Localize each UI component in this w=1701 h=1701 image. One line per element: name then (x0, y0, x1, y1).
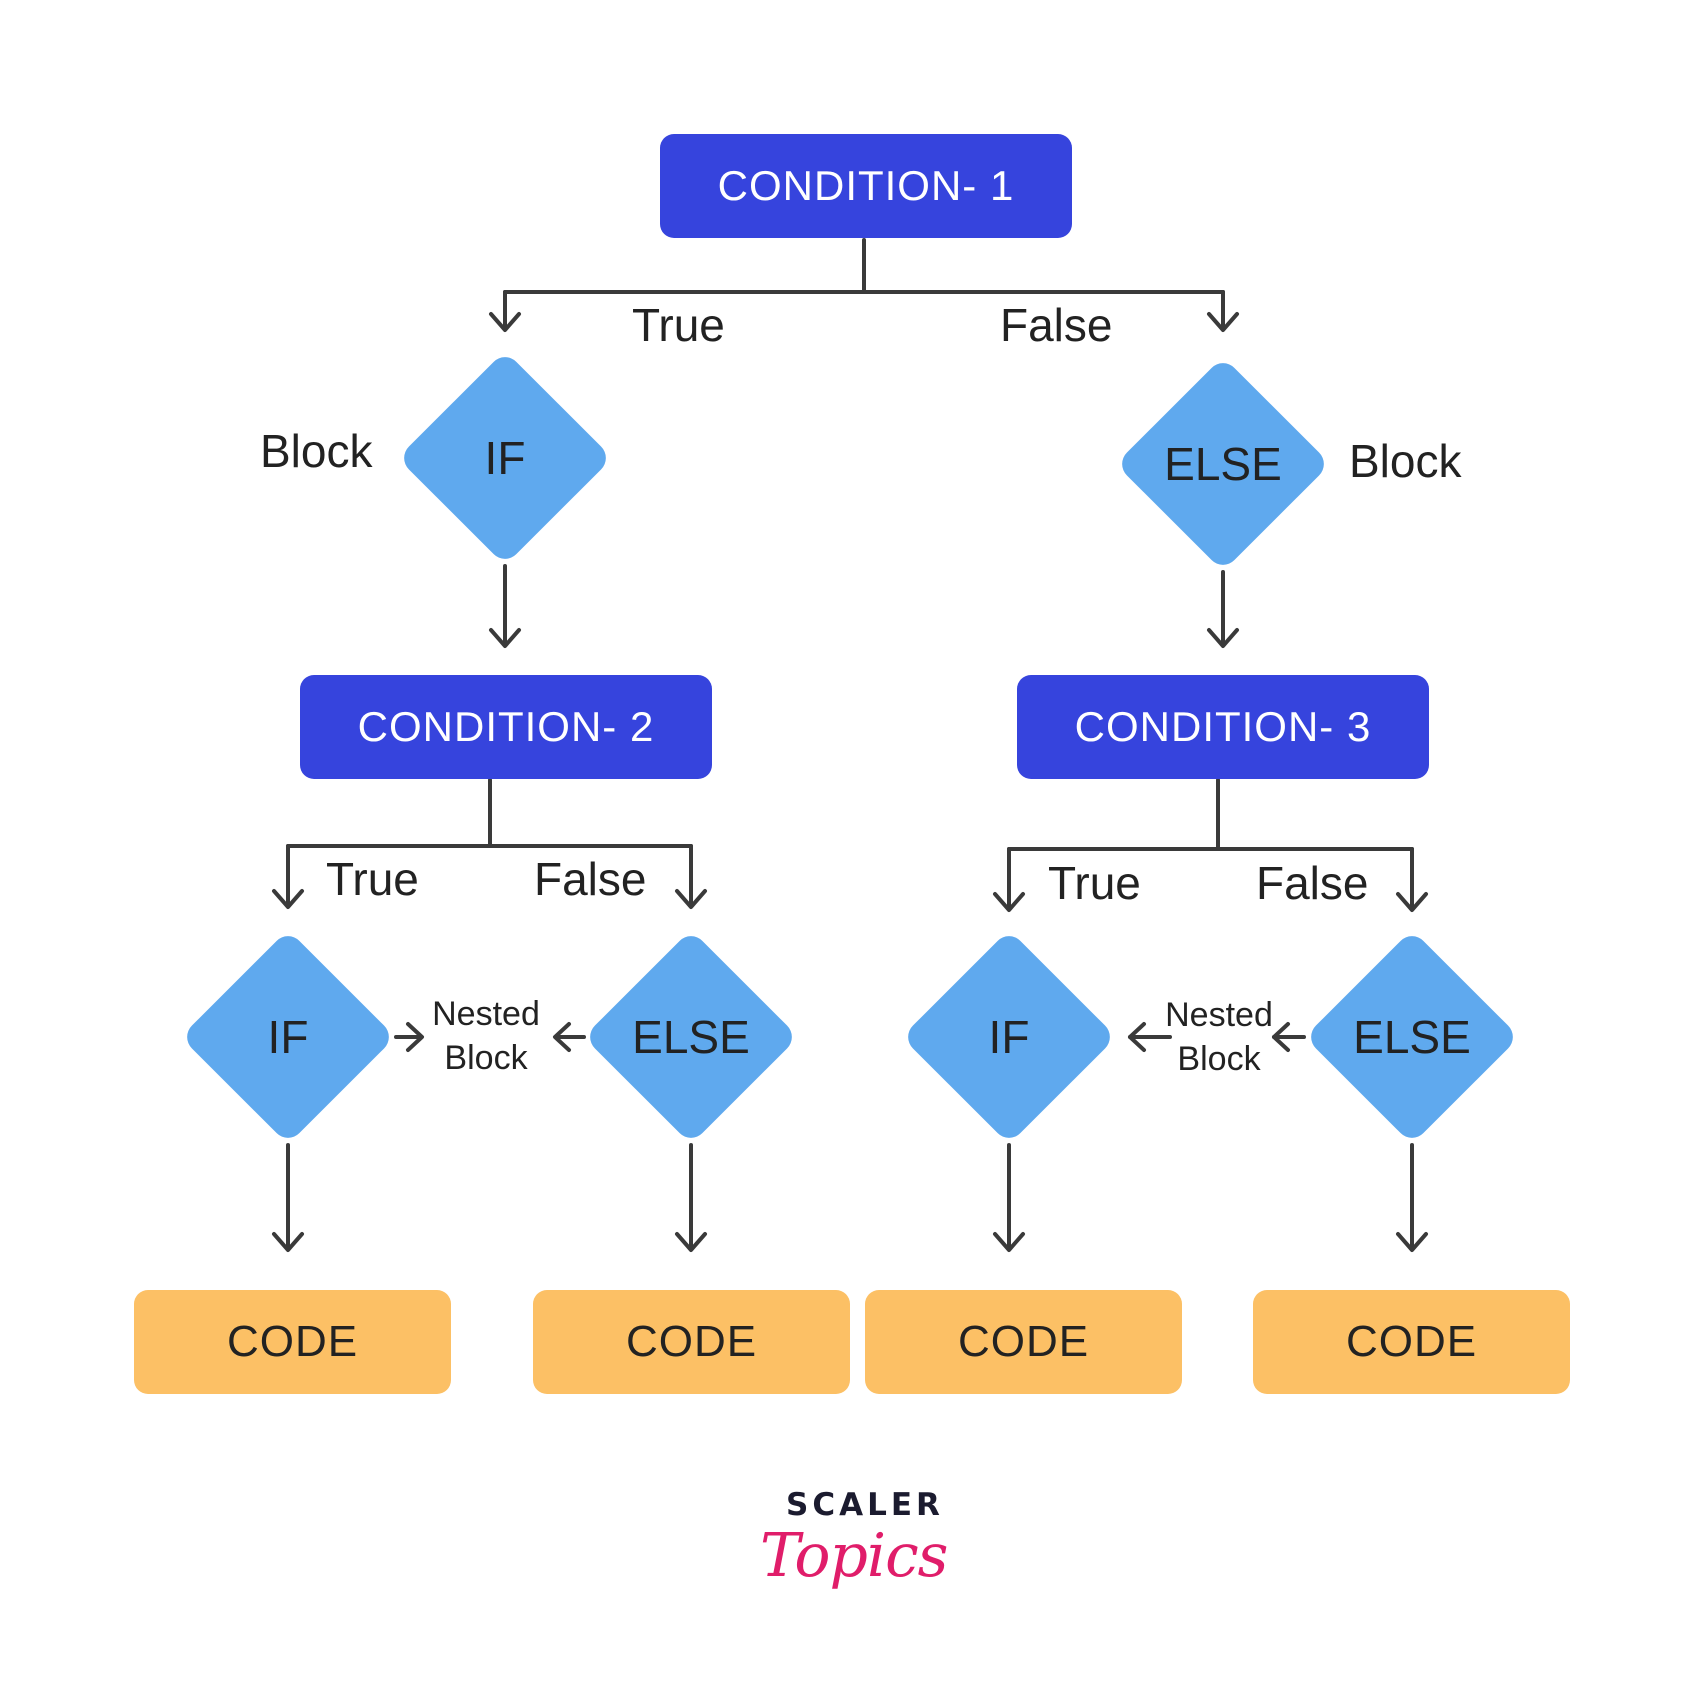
arrowhead-code-3 (993, 1232, 1025, 1252)
condition-2-label: CONDITION- 2 (357, 703, 655, 750)
condition-3-label: CONDITION- 3 (1074, 703, 1372, 750)
else-diamond-right: ELSE (1304, 929, 1520, 1145)
nested-left-line1: Nested (432, 995, 540, 1033)
code-box-4: CODE (1253, 1290, 1570, 1394)
else-diamond-top-label: ELSE (1164, 438, 1282, 490)
code-box-2-label: CODE (625, 1317, 758, 1366)
nested-right-line1: Nested (1165, 996, 1273, 1034)
edge-label-right-true: True (1048, 857, 1141, 909)
else-diamond-right-label: ELSE (1353, 1011, 1471, 1063)
condition-3-box: CONDITION- 3 (1017, 675, 1429, 779)
nested-right-line2: Block (1177, 1040, 1261, 1078)
code-box-2: CODE (533, 1290, 850, 1394)
edge-label-top-true: True (632, 299, 725, 351)
arrowhead-else-c3 (1207, 628, 1239, 648)
if-diamond-top: IF (397, 350, 613, 566)
scaler-topics-logo: SCALER Topics (760, 1487, 948, 1612)
code-box-1-label: CODE (226, 1317, 359, 1366)
code-box-4-label: CODE (1345, 1317, 1478, 1366)
arrowhead-nested-right-out (1272, 1022, 1290, 1052)
if-diamond-top-label: IF (484, 432, 526, 484)
nested-block-label-right: Nested Block (1154, 993, 1284, 1081)
arrowhead-c2-false (675, 889, 707, 909)
condition-1-label: CONDITION- 1 (717, 162, 1015, 209)
edge-label-left-false: False (534, 853, 647, 905)
if-diamond-right: IF (901, 929, 1117, 1145)
else-block-label: Block (1349, 435, 1462, 487)
else-diamond-left: ELSE (583, 929, 799, 1145)
arrowhead-nested-left-out (553, 1022, 571, 1052)
logo-line-1: SCALER (786, 1487, 944, 1523)
edge-label-top-false: False (1000, 299, 1113, 351)
arrowhead-c1-true (489, 312, 521, 332)
arrowhead-code-2 (675, 1232, 707, 1252)
code-box-1: CODE (134, 1290, 451, 1394)
arrowhead-if-c2 (489, 628, 521, 648)
if-diamond-left-label: IF (267, 1011, 309, 1063)
if-diamond-right-label: IF (988, 1011, 1030, 1063)
if-diamond-left: IF (180, 929, 396, 1145)
condition-2-box: CONDITION- 2 (300, 675, 712, 779)
else-diamond-left-label: ELSE (632, 1011, 750, 1063)
arrowhead-code-1 (272, 1232, 304, 1252)
edge-label-right-false: False (1256, 857, 1369, 909)
code-box-3-label: CODE (957, 1317, 1090, 1366)
nested-left-line2: Block (444, 1039, 528, 1077)
arrowhead-nested-right-in (1128, 1022, 1146, 1052)
else-diamond-top: ELSE (1115, 356, 1331, 572)
condition-1-box: CONDITION- 1 (660, 134, 1072, 238)
arrowhead-nested-left-in (406, 1022, 424, 1052)
arrowhead-c1-false (1207, 312, 1239, 332)
arrowhead-c2-true (272, 889, 304, 909)
if-block-label: Block (260, 425, 373, 477)
nested-block-label-left: Nested Block (421, 992, 551, 1080)
arrowhead-code-4 (1396, 1232, 1428, 1252)
arrowhead-c3-false (1396, 892, 1428, 912)
logo-line-2: Topics (760, 1521, 948, 1591)
code-box-3: CODE (865, 1290, 1182, 1394)
edge-label-left-true: True (326, 853, 419, 905)
arrowhead-c3-true (993, 892, 1025, 912)
